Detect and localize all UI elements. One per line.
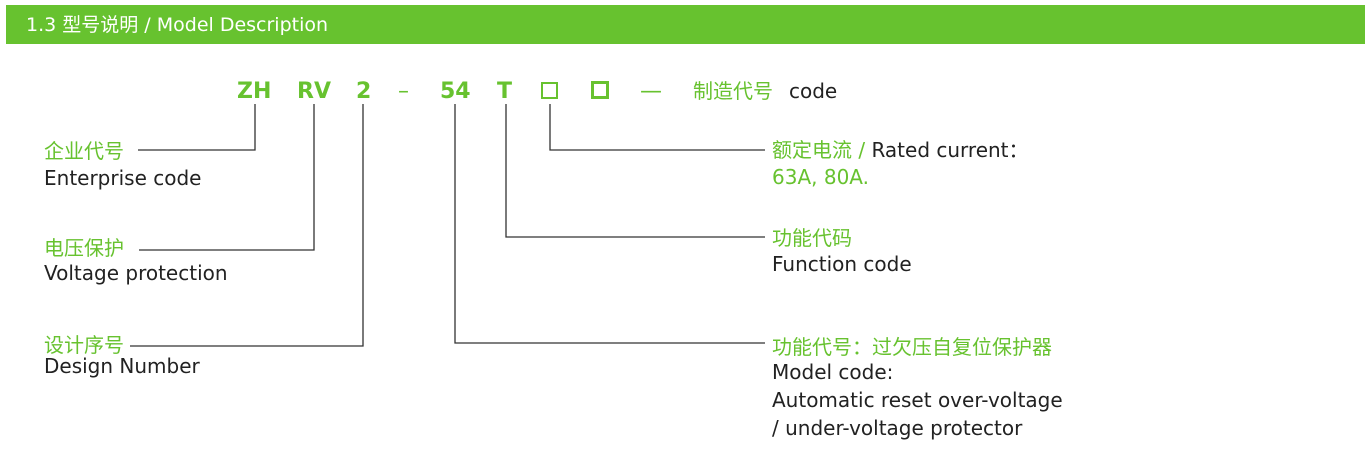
segment-rv: RV xyxy=(297,79,331,104)
model-code-en-line3: / under-voltage protector xyxy=(772,416,1023,440)
leader-rated xyxy=(549,104,765,151)
section-title: 1.3 型号说明 / Model Description xyxy=(26,14,329,36)
enterprise-code-en: Enterprise code xyxy=(44,166,202,190)
rated-current-values: 63A, 80A. xyxy=(772,165,869,189)
segment-2: 2 xyxy=(356,79,372,104)
leader-function xyxy=(505,104,765,238)
voltage-protection-en: Voltage protection xyxy=(44,261,228,285)
model-code-en-line2: Automatic reset over-voltage xyxy=(772,388,1063,412)
leader-design xyxy=(130,104,364,347)
function-code-en: Function code xyxy=(772,252,912,276)
leader-voltage xyxy=(139,104,315,251)
leader-model xyxy=(454,104,765,344)
rated-current-en: Rated current： xyxy=(871,138,1029,162)
segment-54: 54 xyxy=(440,79,471,104)
separator-dash: – xyxy=(398,79,409,104)
enterprise-code-zh: 企业代号 xyxy=(44,139,124,163)
rated-current-zh: 额定电流 / xyxy=(772,138,872,162)
segment-t: T xyxy=(497,79,513,104)
design-number-en: Design Number xyxy=(44,354,200,378)
manufacturer-code-label-en: code xyxy=(789,79,838,103)
trailing-dash: — xyxy=(640,79,662,104)
function-code-zh: 功能代码 xyxy=(772,226,852,250)
leader-enterprise xyxy=(138,104,256,151)
segment-zh: ZH xyxy=(237,79,272,104)
blank-box-current xyxy=(541,82,558,99)
design-number-zh: 设计序号 xyxy=(44,333,124,357)
rated-current-label: 额定电流 / Rated current： xyxy=(772,137,1029,163)
section-header-bar: 1.3 型号说明 / Model Description xyxy=(6,5,1365,44)
voltage-protection-zh: 电压保护 xyxy=(44,236,124,260)
blank-box-code xyxy=(591,81,609,99)
model-code-en-line1: Model code: xyxy=(772,360,894,384)
model-code-zh: 功能代号：过欠压自复位保护器 xyxy=(772,335,1052,359)
manufacturer-code-label-zh: 制造代号 xyxy=(693,79,773,103)
